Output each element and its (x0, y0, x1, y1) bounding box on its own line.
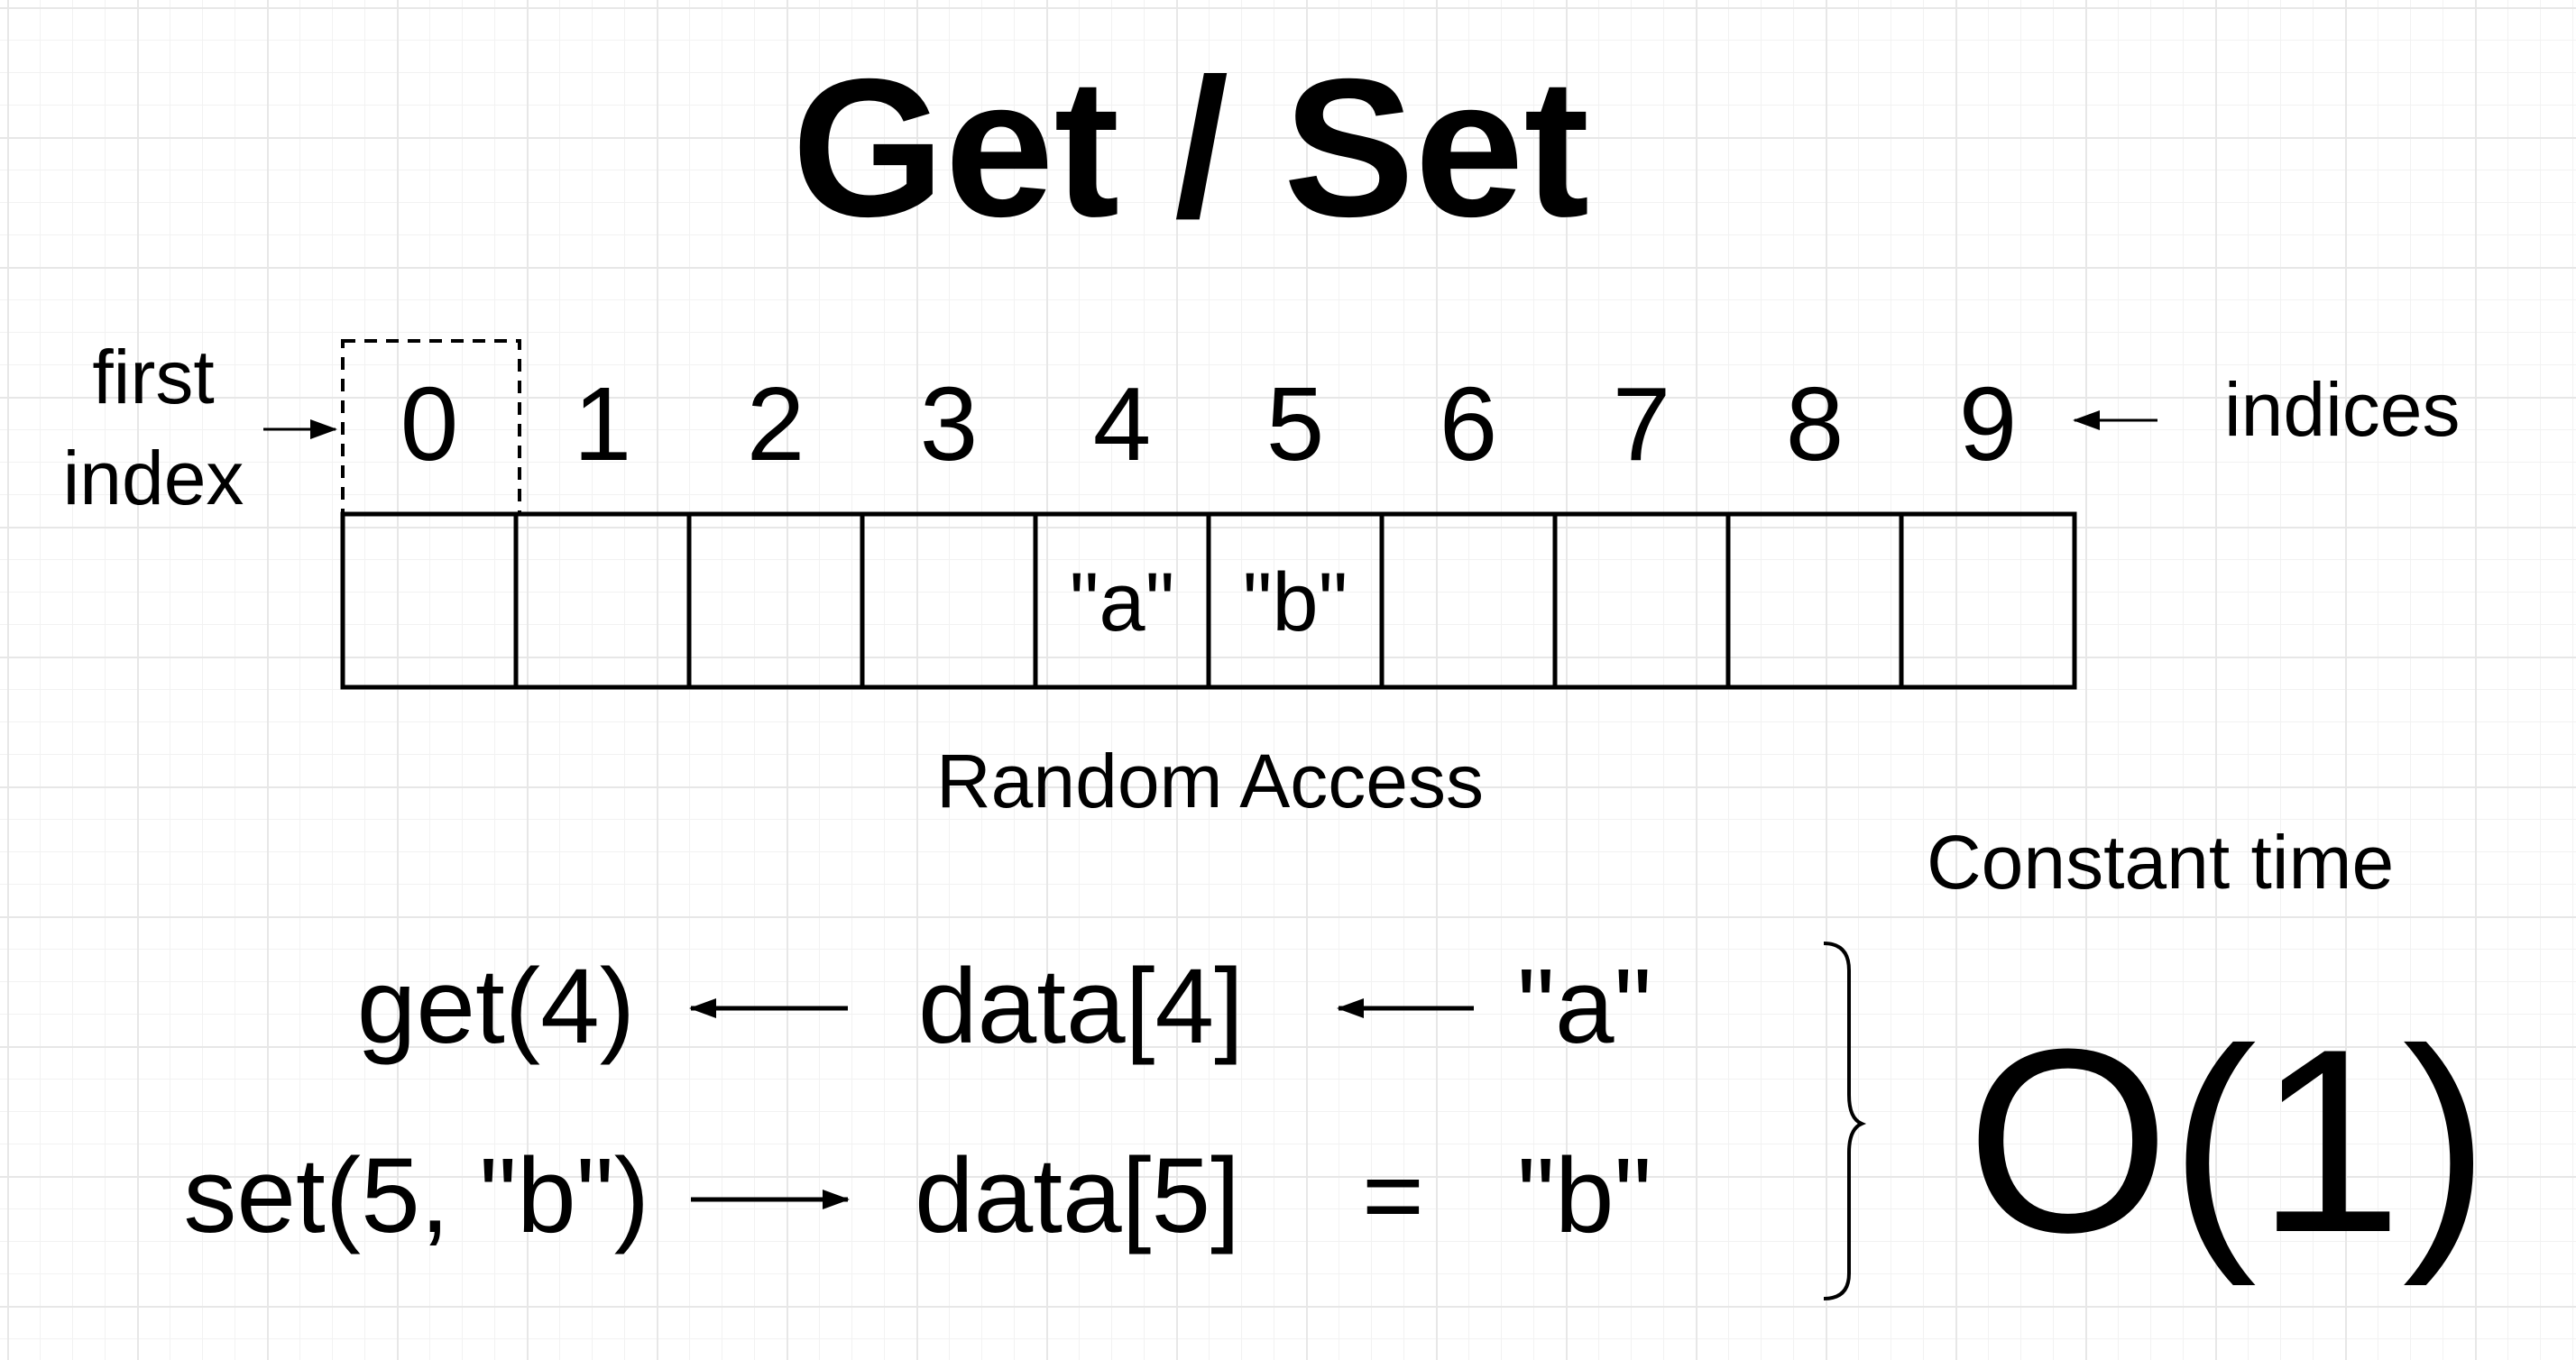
index-number: 3 (919, 365, 979, 482)
page-title: Get / Set (791, 39, 1590, 258)
indices-label: indices (2224, 367, 2461, 452)
first-index-label: first index (36, 326, 271, 528)
cell-value: "a" (1069, 556, 1175, 648)
array-cell (1379, 511, 1558, 690)
index-number: 2 (746, 365, 805, 482)
array-cells (340, 511, 2077, 690)
get-value: "a" (1517, 947, 1652, 1066)
set-operator: = (1362, 1136, 1424, 1255)
array-cell (340, 511, 519, 690)
cell-value: "b" (1242, 556, 1348, 648)
index-number: 7 (1612, 365, 1671, 482)
first-index-highlight (341, 339, 521, 516)
curly-brace (1823, 942, 1867, 1300)
index-number: 9 (1958, 365, 2018, 482)
set-target: data[5] (915, 1136, 1240, 1255)
set-value: "b" (1517, 1136, 1652, 1255)
index-number: 4 (1092, 365, 1152, 482)
random-access-label: Random Access (936, 739, 1484, 823)
get-call: get(4) (356, 947, 635, 1066)
array-cell (1725, 511, 1904, 690)
index-number: 8 (1785, 365, 1845, 482)
array-cell (1552, 511, 1731, 690)
constant-time-label: Constant time (1927, 820, 2395, 905)
index-number: 5 (1265, 365, 1325, 482)
index-number: 6 (1439, 365, 1498, 482)
first-index-label-line2: index (62, 436, 244, 520)
array-cell (860, 511, 1038, 690)
index-number: 1 (573, 365, 632, 482)
get-target: data[4] (918, 947, 1244, 1066)
first-index-label-line1: first (92, 335, 215, 419)
complexity-label: O(1) (1966, 995, 2489, 1287)
set-call: set(5, "b") (183, 1136, 649, 1255)
index-number: 0 (400, 365, 459, 482)
array-cell (513, 511, 692, 690)
array-cell (1899, 511, 2077, 690)
array-cell (686, 511, 865, 690)
